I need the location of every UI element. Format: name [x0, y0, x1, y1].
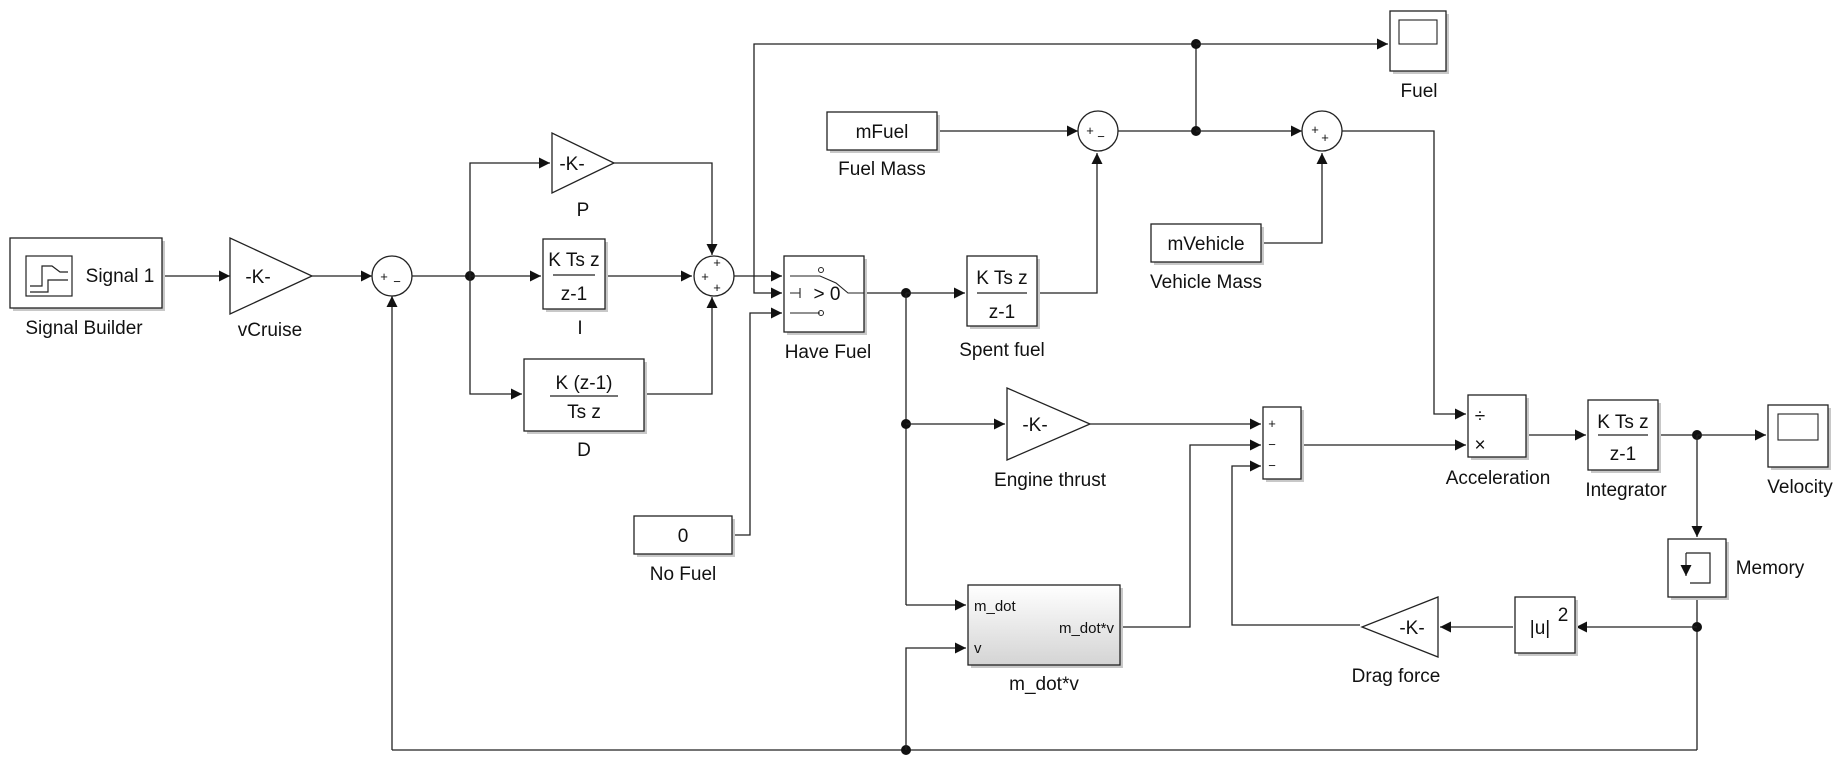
vehicle-mass-constant-block[interactable]: mVehicle	[1150, 223, 1264, 265]
memory-block[interactable]	[1667, 538, 1729, 600]
cruise-sum-sign-1: +	[380, 269, 388, 284]
vehicle-mass-value: mVehicle	[1167, 234, 1244, 255]
memory-label: Memory	[1736, 558, 1805, 579]
drag-force-gain-value: -K-	[1399, 618, 1424, 639]
spent-fuel-numerator: K Ts z	[976, 268, 1027, 289]
mass-sum-sign-2: +	[1321, 130, 1329, 145]
wire-d-to-sum	[643, 297, 718, 395]
mdotv-label: m_dot*v	[1009, 674, 1079, 695]
wire-feedback-to-mdotv-v	[905, 642, 966, 750]
vcruise-gain-value: -K-	[245, 267, 270, 288]
fuel-scope-screen-icon	[1398, 19, 1438, 45]
integrator-denominator: z-1	[1610, 444, 1636, 465]
pid-sum-sign-3: +	[713, 280, 721, 295]
engine-thrust-gain-block[interactable]: -K-	[1006, 387, 1092, 461]
mdotv-output: m_dot*v	[1059, 620, 1115, 637]
acceleration-multiply-sign: ×	[1474, 435, 1485, 456]
mdotv-input-v: v	[974, 640, 982, 657]
square-exponent: 2	[1558, 605, 1569, 626]
spent-fuel-block[interactable]: K Ts z z-1	[966, 255, 1040, 329]
signal-builder-icon	[25, 255, 73, 297]
vcruise-label: vCruise	[238, 320, 302, 341]
fuel-mass-value: mFuel	[856, 122, 909, 143]
d-numerator: K (z-1)	[556, 373, 613, 394]
signal-lines	[162, 38, 1766, 755]
wire-nofuel-to-switch	[734, 307, 782, 536]
d-label: D	[577, 440, 591, 461]
spent-fuel-denominator: z-1	[989, 302, 1015, 323]
have-fuel-label: Have Fuel	[785, 342, 872, 363]
engine-thrust-label: Engine thrust	[994, 470, 1107, 491]
i-denominator: z-1	[561, 284, 587, 305]
drag-force-label: Drag force	[1352, 666, 1441, 687]
force-sum-block[interactable]: + − −	[1262, 406, 1304, 482]
p-label: P	[577, 200, 590, 221]
spent-fuel-label: Spent fuel	[959, 340, 1045, 361]
fuel-mass-label: Fuel Mass	[838, 159, 926, 180]
fuel-scope-block[interactable]	[1389, 10, 1449, 74]
memory-icon	[1686, 552, 1711, 584]
square-function: |u|	[1530, 618, 1550, 639]
have-fuel-threshold: > 0	[814, 284, 841, 305]
force-sum-sign-1: +	[1268, 416, 1276, 431]
no-fuel-constant-block[interactable]: 0	[633, 515, 735, 557]
fuel-sum-sign-2: −	[1097, 129, 1105, 144]
wire-mdotv-to-forcesum	[1121, 439, 1261, 628]
d-block[interactable]: K (z-1) Ts z	[523, 358, 647, 434]
velocity-scope-block[interactable]	[1767, 404, 1831, 470]
no-fuel-label: No Fuel	[650, 564, 717, 585]
wire-mvehicle-to-masssum	[1262, 153, 1328, 244]
signal-builder-block[interactable]: Signal 1	[9, 237, 165, 311]
wire-error-to-d	[469, 276, 522, 400]
wire-fuel-to-switch	[753, 43, 1197, 299]
acceleration-product-block[interactable]: ÷ ×	[1467, 394, 1529, 460]
wire-error-to-p	[469, 157, 550, 276]
velocity-scope-screen-icon	[1777, 413, 1819, 441]
fuel-sum-sign-1: +	[1086, 123, 1094, 138]
vehicle-mass-label: Vehicle Mass	[1150, 272, 1262, 293]
wire-drag-to-forcesum	[1231, 460, 1360, 626]
signal-builder-output-label: Signal 1	[86, 266, 155, 287]
square-block[interactable]: |u| 2	[1514, 596, 1578, 656]
drag-force-gain-block[interactable]: -K-	[1360, 596, 1439, 658]
mdotv-input-mdot: m_dot	[974, 598, 1017, 615]
i-label: I	[577, 318, 582, 339]
p-gain-value: -K-	[559, 154, 584, 175]
wire-spent-to-fuelsum	[1037, 153, 1103, 294]
velocity-scope-label: Velocity	[1767, 477, 1833, 498]
mdotv-subsystem-block[interactable]: m_dot v m_dot*v	[967, 584, 1123, 668]
cruise-sum-sign-2: −	[393, 274, 401, 289]
pid-sum-sign-1: +	[713, 255, 721, 270]
wire-p-to-sum	[613, 162, 718, 255]
integrator-block[interactable]: K Ts z z-1	[1587, 399, 1661, 473]
acceleration-label: Acceleration	[1446, 468, 1551, 489]
acceleration-divide-sign: ÷	[1475, 406, 1485, 427]
vcruise-gain-block[interactable]: -K-	[229, 236, 314, 316]
i-block[interactable]: K Ts z z-1	[542, 238, 608, 312]
wire-mass-to-accel	[1342, 130, 1466, 420]
integrator-label: Integrator	[1585, 480, 1667, 501]
engine-thrust-gain-value: -K-	[1022, 415, 1047, 436]
have-fuel-switch-block[interactable]: > 0	[783, 255, 867, 335]
fuel-mass-constant-block[interactable]: mFuel	[826, 111, 940, 153]
pid-sum-block[interactable]: + + +	[693, 255, 735, 297]
fuel-scope-label: Fuel	[1401, 81, 1438, 102]
p-gain-block[interactable]: -K-	[551, 131, 616, 195]
mass-sum-block[interactable]: + +	[1301, 110, 1343, 152]
no-fuel-value: 0	[678, 526, 689, 547]
pid-sum-sign-2: +	[701, 269, 709, 284]
fuel-sum-block[interactable]: + −	[1077, 110, 1119, 152]
signal-builder-label: Signal Builder	[25, 318, 143, 339]
mass-sum-sign-1: +	[1311, 122, 1319, 137]
cruise-sum-block[interactable]: + −	[371, 255, 413, 297]
force-sum-sign-3: −	[1268, 458, 1276, 473]
i-numerator: K Ts z	[548, 250, 599, 271]
force-sum-sign-2: −	[1268, 437, 1276, 452]
d-denominator: Ts z	[567, 402, 601, 423]
integrator-numerator: K Ts z	[1597, 412, 1648, 433]
